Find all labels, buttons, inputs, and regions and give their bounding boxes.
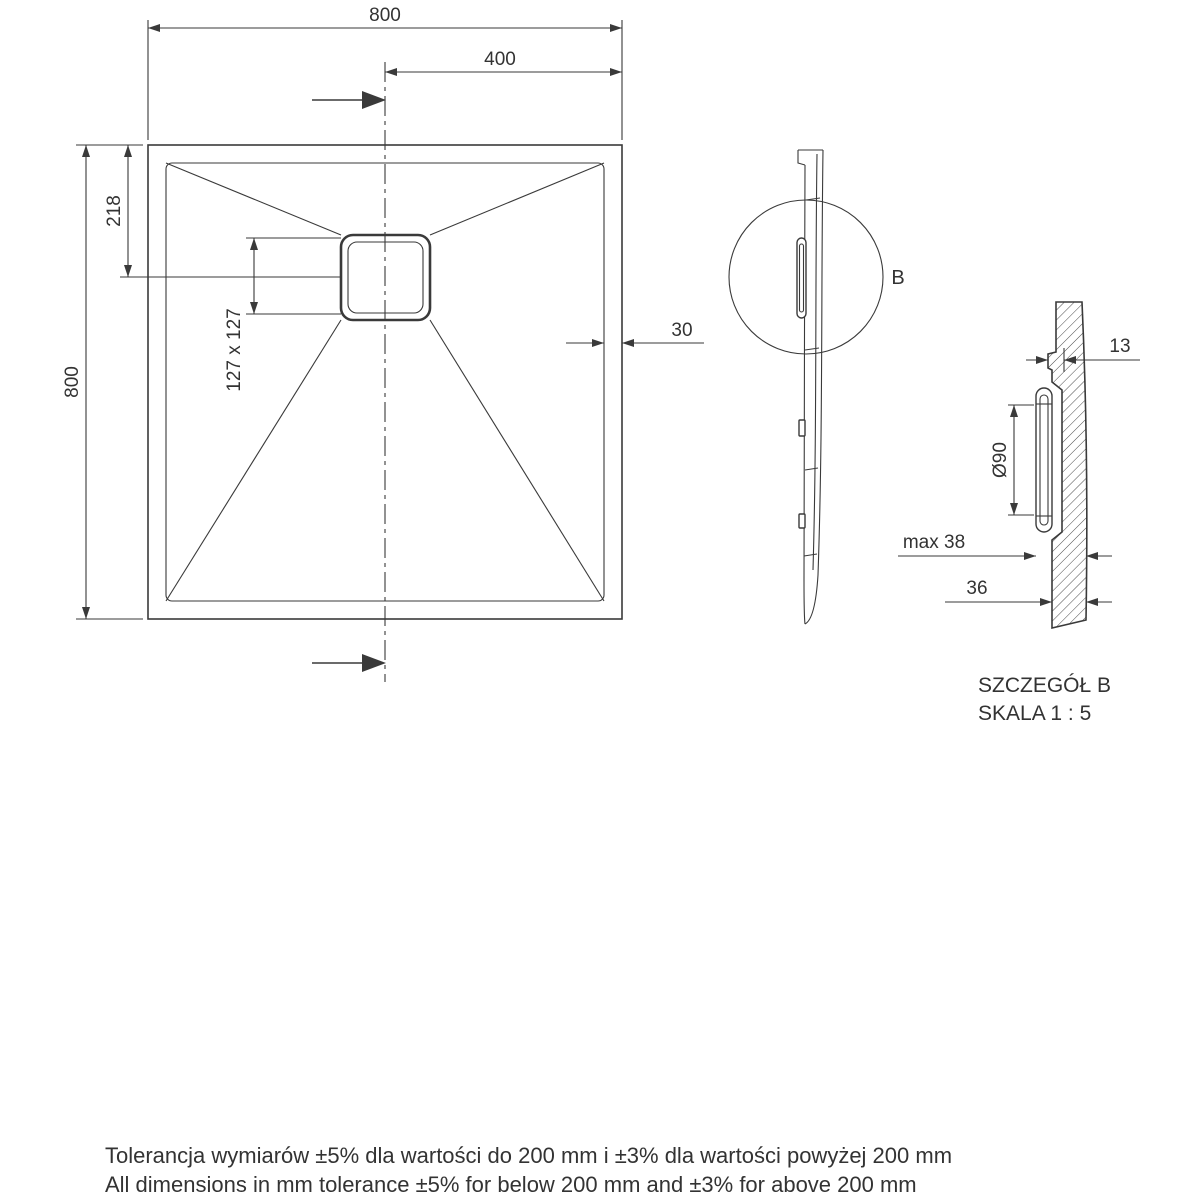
detail-section-material [1047, 301, 1088, 630]
tolerance-note-english: All dimensions in mm tolerance ±5% for b… [105, 1172, 917, 1197]
detail-drain-flange [1035, 387, 1053, 533]
dim-center-to-edge: 400 [385, 49, 622, 76]
slope-line-top-right [429, 162, 605, 236]
slope-line-bottom-left [165, 319, 342, 602]
section-arrow-top-head [362, 91, 386, 109]
profile-right-edge [804, 149, 824, 625]
footnotes: Tolerancja wymiarów ±5% dla wartości do … [105, 1143, 952, 1197]
profile-inner-line [812, 153, 818, 571]
dim-label-13: 13 [1109, 336, 1130, 357]
dim-label-30: 30 [671, 320, 692, 341]
section-arrow-bottom [312, 654, 386, 672]
profile-tick [804, 347, 820, 351]
dim-edge-height: 36 [945, 578, 1112, 606]
detail-scale: SKALA 1 : 5 [978, 702, 1091, 725]
profile-rim-lip [797, 150, 806, 166]
slope-line-bottom-right [429, 319, 605, 602]
profile-drain-flange [796, 237, 807, 319]
dim-label-400: 400 [484, 49, 516, 70]
detail-marker-label: B [891, 267, 904, 289]
profile-drain-flange-inner [798, 243, 805, 313]
dim-label-800-left: 800 [62, 366, 83, 398]
dim-rim-thickness: 13 [1026, 336, 1140, 372]
dim-max-depth: max 38 [898, 532, 1112, 560]
profile-clip-lower [798, 513, 806, 529]
section-arrow-bottom-head [362, 654, 386, 672]
detail-view-b [1035, 301, 1088, 630]
dim-overall-depth: 800 [62, 144, 143, 620]
dim-label-127: 127 x 127 [224, 308, 245, 391]
detail-circle [728, 199, 884, 355]
tolerance-note-polish: Tolerancja wymiarów ±5% dla wartości do … [105, 1143, 952, 1168]
detail-title: SZCZEGÓŁ B [978, 674, 1111, 697]
detail-drain-flange-inner [1039, 394, 1049, 526]
dim-label-218: 218 [104, 195, 125, 227]
profile-tick [803, 553, 818, 557]
dim-drain-offset: 218 [104, 145, 132, 277]
profile-clip-upper [798, 419, 806, 437]
dim-rim-width: 30 [566, 320, 704, 347]
profile-tick [804, 467, 819, 471]
dim-label-36: 36 [966, 578, 987, 599]
dim-label-800-top: 800 [369, 5, 401, 26]
side-profile-view [796, 149, 824, 625]
section-arrow-top [312, 91, 386, 109]
dim-drain-size: 127 x 127 [224, 237, 341, 392]
detail-caption: SZCZEGÓŁ B SKALA 1 : 5 [978, 674, 1111, 725]
dim-label-max38: max 38 [903, 532, 965, 553]
slope-line-top-left [165, 162, 342, 236]
dim-drain-hole: Ø90 [990, 404, 1034, 516]
profile-left-edge [803, 164, 806, 625]
main-top-view [120, 62, 623, 682]
detail-circle-b: B [728, 199, 905, 355]
dim-label-90: Ø90 [990, 442, 1011, 478]
dim-overall-width: 800 [147, 5, 623, 140]
